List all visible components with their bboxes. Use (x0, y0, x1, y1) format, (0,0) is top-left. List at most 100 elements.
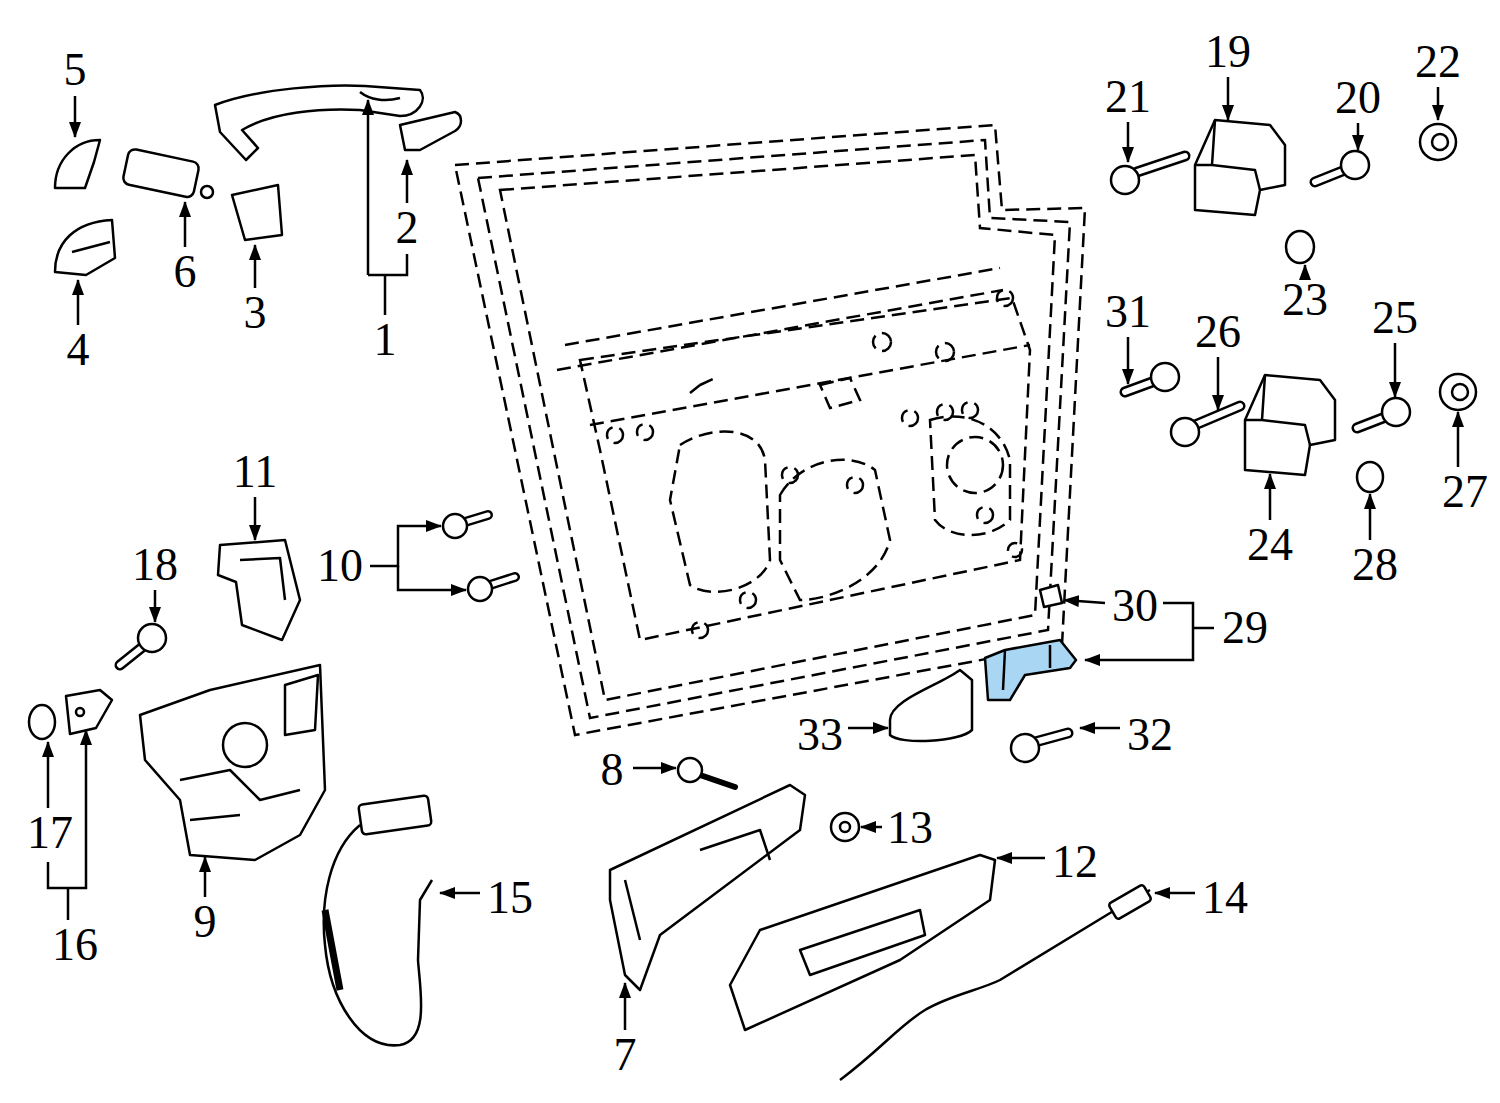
leader-line (1127, 337, 1130, 384)
callout-number: 4 (67, 327, 90, 373)
part-shape (76, 708, 84, 716)
callout-number: 2 (396, 205, 419, 251)
part-shape (1171, 418, 1199, 446)
part-shape (180, 770, 300, 820)
leader-line (1127, 122, 1130, 162)
callout-number: 23 (1282, 277, 1328, 323)
leader-line (1304, 265, 1307, 275)
part-shape (625, 830, 770, 940)
part-shape (465, 515, 488, 522)
door-outline-line (847, 477, 863, 493)
leader-line (633, 767, 676, 770)
part-shape (1245, 375, 1310, 445)
door-outline-line (997, 290, 1013, 306)
callout-number: 15 (487, 875, 533, 921)
part-shape (490, 577, 515, 585)
part-shape (700, 775, 735, 787)
door-outline-line (962, 402, 978, 418)
part-shape (324, 825, 432, 1045)
part-shape (215, 86, 423, 160)
leader-line (1080, 727, 1120, 730)
part-shape (1420, 124, 1456, 160)
callout-number: 18 (132, 542, 178, 588)
part-shape (840, 890, 1150, 1080)
part-shape (840, 822, 850, 832)
callout-number: 5 (64, 47, 87, 93)
callout-number: 27 (1442, 469, 1488, 515)
part-shape (490, 577, 515, 585)
callout-number: 30 (1112, 583, 1158, 629)
part-shape (443, 514, 467, 538)
part-shape (678, 758, 702, 782)
part-shape (1035, 733, 1068, 742)
part-shape (1040, 585, 1062, 607)
leader-line (254, 245, 257, 288)
part-shape (1286, 231, 1314, 263)
leader-line (1437, 87, 1440, 120)
part-shape (1151, 363, 1179, 391)
door-outline-line (580, 298, 1030, 640)
door-outline-line (902, 410, 918, 426)
door-outline-line (590, 345, 1030, 425)
part-shape (1137, 156, 1185, 172)
door-outline-line (607, 427, 623, 443)
part-shape (1432, 134, 1448, 150)
callout-number: 11 (233, 449, 277, 495)
part-shape (730, 855, 995, 1030)
leader-line (398, 566, 466, 590)
callout-number: 26 (1195, 309, 1241, 355)
part-shape (1108, 884, 1152, 920)
part-shape (800, 910, 925, 975)
callout-number: 24 (1247, 522, 1293, 568)
part-shape (240, 558, 285, 600)
door-outline-line (740, 592, 756, 608)
leader-line (370, 526, 441, 566)
door-outline-line (947, 437, 1003, 493)
part-shape (1315, 170, 1345, 182)
door-outline-line (478, 140, 1070, 718)
leader-line (67, 888, 70, 920)
leader-line (1155, 892, 1195, 895)
leader-line (624, 983, 627, 1030)
callout-number: 32 (1127, 712, 1173, 758)
door-outline-line (937, 404, 953, 420)
part-shape (1137, 156, 1185, 172)
callout-number: 20 (1335, 75, 1381, 121)
callout-number: 33 (797, 712, 843, 758)
leader-line (1394, 343, 1397, 397)
leader-line (997, 857, 1045, 860)
door-outline-line (670, 431, 770, 591)
callout-number: 9 (194, 899, 217, 945)
part-shape (358, 795, 431, 834)
callout-number: 3 (244, 290, 267, 336)
leader-line (204, 857, 207, 897)
leader-line (47, 742, 50, 808)
door-outline (455, 125, 1085, 735)
part-shape (29, 705, 55, 739)
door-outline-line (1008, 543, 1022, 557)
callout-number: 14 (1202, 875, 1248, 921)
leader-line (1064, 600, 1105, 603)
part-shape (325, 910, 340, 990)
part-shape (66, 690, 112, 734)
door-outline-line (780, 460, 890, 600)
leader-line (254, 497, 257, 540)
door-outline-line (820, 378, 860, 408)
leader-line (77, 280, 80, 325)
part-shape (831, 813, 859, 841)
part-shape (468, 577, 492, 601)
leader-line (184, 202, 187, 247)
leader-line (154, 590, 157, 622)
part-shape (890, 670, 972, 741)
door-outline-line (692, 622, 708, 638)
part-shape (1382, 398, 1410, 426)
callout-number: 29 (1222, 605, 1268, 651)
part-shape (1195, 120, 1285, 215)
door-outline-line (637, 424, 653, 440)
leader-lines (48, 77, 1458, 1030)
door-outline-line (930, 416, 1010, 535)
callout-number: 10 (317, 543, 363, 589)
part-shape (1452, 384, 1468, 400)
leader-line (74, 96, 77, 137)
leader-line (1369, 494, 1372, 540)
